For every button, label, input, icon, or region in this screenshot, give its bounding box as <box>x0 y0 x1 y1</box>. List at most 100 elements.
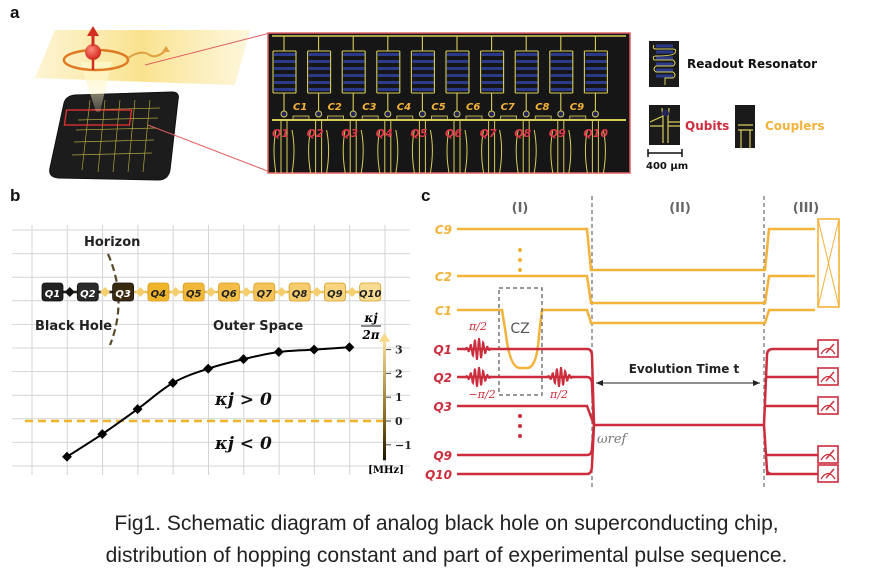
chain-qubit: Q5 <box>182 282 205 302</box>
y-tick-label: 2 <box>395 367 403 380</box>
scale-bar <box>647 149 683 157</box>
microwave-pulse <box>545 367 575 387</box>
black-hole-label: Black Hole <box>35 319 112 334</box>
data-point <box>132 404 143 415</box>
readout-resonator <box>410 36 435 174</box>
kappa-axis <box>383 337 386 461</box>
chip-coupler-label: C3 <box>362 102 376 113</box>
panel-label-c: c <box>421 186 431 205</box>
chain-qubit: Q10 <box>359 282 381 302</box>
chain-link-diamond <box>347 287 358 297</box>
qubit-line-q9 <box>457 424 596 457</box>
measurement-meter-icon <box>817 339 839 358</box>
qubit-ellipsis <box>518 414 522 438</box>
zoom-line-top <box>144 32 271 66</box>
stage-label-2: (II) <box>669 201 691 216</box>
legend-qubits-label: Qubits <box>685 119 730 133</box>
chain-link-diamond <box>135 287 146 297</box>
microwave-pulse <box>463 338 493 360</box>
spin-up-arrow-icon <box>87 26 99 36</box>
chip-coupler-label: C8 <box>535 102 549 113</box>
measurement-meter-icon <box>817 464 839 483</box>
line-label-c1: C1 <box>435 304 452 318</box>
coupler-line-c9 <box>457 227 815 272</box>
coupler-reset-cross-icon <box>817 218 840 308</box>
coupler-ellipsis <box>518 248 522 272</box>
y-tick-label: −1 <box>395 439 412 452</box>
line-label-q3: Q3 <box>433 400 452 414</box>
pulse-label-q2-post: π/2 <box>549 388 568 401</box>
chip-coupler-label: C7 <box>501 102 515 113</box>
panel-label-a: a <box>10 3 20 22</box>
chip-qubit-label: Q7 <box>480 127 497 140</box>
chip-qubit-label: Q9 <box>549 127 566 140</box>
measurement-meter-icon <box>817 445 839 464</box>
chain-link-diamond <box>311 287 322 297</box>
chip-illustration <box>49 91 179 181</box>
chip-qubit-label: Q8 <box>514 127 531 140</box>
microwave-pulse <box>463 367 493 387</box>
figure-caption-line-2: distribution of hopping constant and par… <box>105 544 788 567</box>
legend-couplers-label: Couplers <box>765 119 825 133</box>
qubit-line-q3 <box>457 404 596 426</box>
readout-resonator <box>549 36 574 174</box>
legend-coupler-icon <box>735 105 755 148</box>
chain-link-diamond <box>276 287 287 297</box>
chain-qubit: Q3 <box>112 282 134 302</box>
chip-qubit-label: Q4 <box>376 127 393 140</box>
chain-qubit: Q6 <box>218 282 240 302</box>
panel-label-b: b <box>10 186 21 205</box>
chain-link-diamond <box>241 287 252 297</box>
outer-space-label: Outer Space <box>213 319 303 334</box>
line-label-q1: Q1 <box>433 343 452 357</box>
chain-link-diamond <box>170 287 181 297</box>
line-label-q10: Q10 <box>425 468 452 482</box>
svg-text:Q9: Q9 <box>327 289 343 300</box>
svg-text:Q10: Q10 <box>359 289 381 300</box>
y-tick-label: 1 <box>395 391 403 404</box>
stage-label-1: (I) <box>512 201 529 216</box>
svg-text:Q2: Q2 <box>80 289 96 300</box>
line-label-q2: Q2 <box>433 371 452 385</box>
chip-coupler-label: C2 <box>328 102 342 113</box>
chip-qubit-label: Q6 <box>445 127 462 140</box>
horizon-label: Horizon <box>84 235 140 250</box>
readout-resonator <box>376 36 401 174</box>
chain-link-diamond <box>206 287 216 297</box>
svg-text:Q3: Q3 <box>115 289 131 300</box>
chip-qubit-label: Q10 <box>583 127 608 140</box>
scale-bar-label: 400 μm <box>646 161 689 172</box>
chain-qubit: Q2 <box>76 282 99 302</box>
svg-text:Q8: Q8 <box>292 289 308 300</box>
measurement-meter-icon <box>817 396 839 415</box>
chain-qubit: Q8 <box>288 282 311 302</box>
readout-resonator <box>514 36 539 174</box>
svg-text:Q7: Q7 <box>257 289 273 300</box>
evolution-time-label: Evolution Time t <box>629 362 740 376</box>
coupler-line-c2 <box>457 274 815 305</box>
coupler-measure-box <box>817 218 840 308</box>
line-label-c9: C9 <box>435 223 452 237</box>
spin-particle-icon <box>85 44 101 60</box>
measurement-meter-icon <box>817 367 839 386</box>
kappa-axis-title-denominator: 2π <box>361 328 379 342</box>
legend-readout-resonator-icon <box>649 41 679 87</box>
kappa-negative-label: κj < 0 <box>214 434 272 454</box>
readout-resonator <box>307 36 332 174</box>
stage-label-3: (III) <box>793 201 819 216</box>
cz-label: CZ <box>510 321 529 337</box>
omega-ref-label: ωref <box>597 432 629 447</box>
escaping-particle-path <box>127 49 167 59</box>
data-point <box>167 377 178 388</box>
kappa-axis-arrow-icon <box>379 332 390 342</box>
data-point <box>273 347 284 357</box>
legend-readout-label: Readout Resonator <box>687 57 818 71</box>
readout-resonator <box>341 36 366 174</box>
readout-resonator <box>583 36 608 174</box>
kappa-positive-label: κj > 0 <box>214 390 272 410</box>
chip-coupler-label: C6 <box>466 102 480 113</box>
